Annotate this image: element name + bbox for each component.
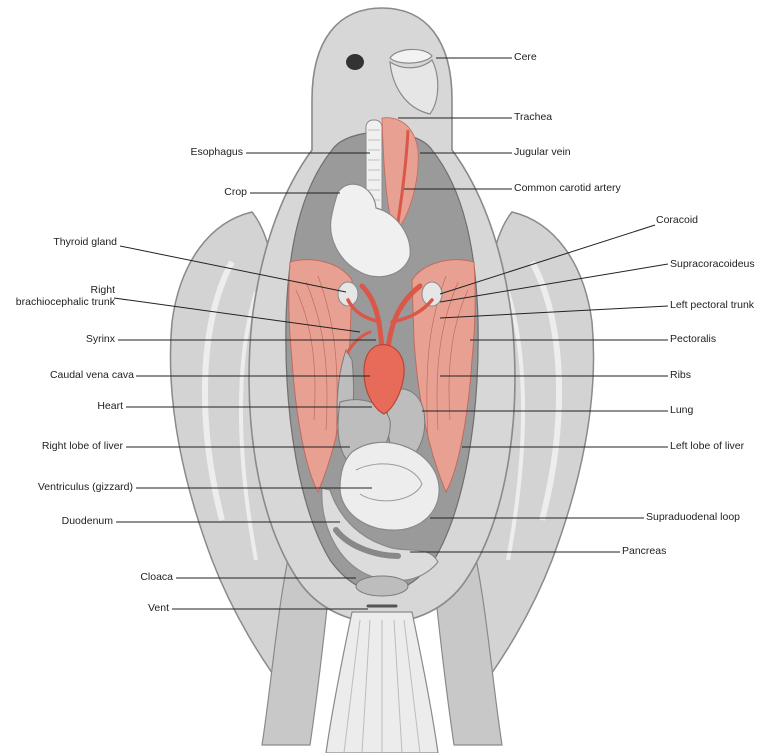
label-syrinx: Syrinx [85, 333, 115, 345]
label-thyroid-gland: Thyroid gland [53, 236, 117, 248]
label-left-lobe-of-liver: Left lobe of liver [670, 440, 745, 452]
label-common-carotid-artery: Common carotid artery [514, 182, 621, 194]
label-jugular-vein: Jugular vein [514, 146, 571, 158]
label-heart: Heart [97, 400, 123, 412]
vessels [346, 283, 434, 354]
label-crop: Crop [224, 186, 247, 198]
crop [330, 183, 411, 278]
duodenum-loop [321, 487, 439, 582]
ventriculus [339, 441, 440, 531]
eye [346, 54, 364, 70]
label-pectoralis: Pectoralis [670, 333, 717, 345]
label-pancreas: Pancreas [622, 545, 667, 557]
right-coracoid [337, 281, 359, 307]
label-right-lobe-of-liver: Right lobe of liver [41, 440, 123, 452]
label-coracoid: Coracoid [656, 214, 699, 226]
label-supracoracoideus: Supracoracoideus [670, 258, 755, 270]
pancreas [333, 527, 401, 559]
label-trachea: Trachea [514, 111, 553, 123]
label-esophagus: Esophagus [190, 146, 243, 158]
heart [363, 344, 405, 415]
label-duodenum: Duodenum [61, 515, 113, 527]
beak [389, 59, 439, 115]
label-cere: Cere [514, 51, 537, 63]
right-wing [445, 211, 595, 702]
label-cloaca: Cloaca [140, 571, 173, 583]
leader-lines [113, 57, 669, 610]
cloaca [355, 575, 409, 597]
label-vent: Vent [147, 602, 169, 614]
label-right-brachiocephalic-line1: Right [90, 284, 115, 296]
cere [389, 48, 433, 64]
label-ribs: Ribs [670, 369, 692, 381]
neck-muscles [381, 117, 419, 233]
label-lung: Lung [670, 404, 694, 416]
label-caudal-vena-cava: Caudal vena cava [49, 369, 134, 381]
label-left-pectoral-trunk: Left pectoral trunk [670, 299, 755, 311]
label-right-brachiocephalic-line2: brachiocephalic trunk [15, 296, 115, 308]
left-coracoid [421, 281, 443, 307]
label-ventriculus: Ventriculus (gizzard) [37, 481, 133, 493]
label-supraduodenal-loop: Supraduodenal loop [646, 511, 740, 523]
